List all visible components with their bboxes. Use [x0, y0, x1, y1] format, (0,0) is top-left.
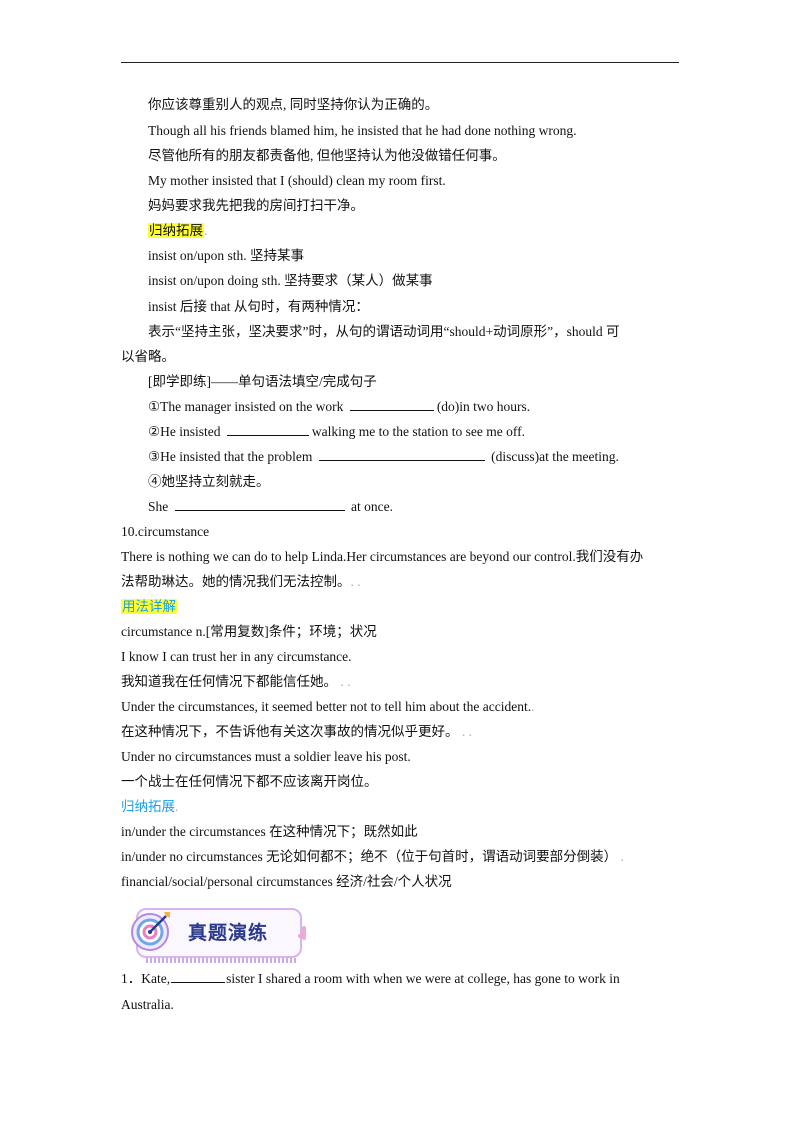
exercise-4: She at once. — [148, 498, 393, 514]
text-line: Under the circumstances, it seemed bette… — [121, 699, 535, 714]
text-line: 一个战士在任何情况下都不应该离开岗位。 — [121, 774, 378, 789]
decor-stripe — [146, 958, 296, 963]
section-label-usage: 用法详解 — [121, 599, 177, 614]
text-line: My mother insisted that I (should) clean… — [148, 173, 446, 188]
header-rule — [121, 62, 679, 63]
answer-blank[interactable] — [349, 398, 434, 411]
exercise-2: ②He insisted walking me to the station t… — [148, 423, 525, 439]
text-line: in/under no circumstances 无论如何都不；绝不（位于句首… — [121, 849, 624, 864]
exercise-4-prompt: ④她坚持立刻就走。 — [148, 474, 270, 489]
text-line: 法帮助琳达。她的情况我们无法控制。. . — [121, 574, 361, 589]
answer-blank[interactable] — [174, 498, 345, 511]
text-line: in/under the circumstances 在这种情况下；既然如此 — [121, 824, 418, 839]
definition: circumstance n.[常用复数]条件；环境；状况 — [121, 624, 377, 639]
text-line: financial/social/personal circumstances … — [121, 874, 452, 889]
text-line: 你应该尊重别人的观点, 同时坚持你认为正确的。 — [148, 97, 439, 112]
section-title: 真题演练 — [188, 922, 269, 944]
word-heading: 10.circumstance — [121, 524, 210, 539]
text-line: 表示“坚持主张，坚决要求”时，从句的谓语动词用“should+动词原形”，sho… — [148, 324, 620, 339]
problem-1: 1．Kate,sister I shared a room with when … — [121, 970, 620, 986]
section-label-extension-2: 归纳拓展. — [121, 799, 179, 814]
decor-bar — [298, 934, 306, 938]
text-line: 尽管他所有的朋友都责备他, 但他坚持认为他没做错任何事。 — [148, 148, 506, 163]
text-line: I know I can trust her in any circumstan… — [121, 649, 352, 664]
text-line: insist on/upon doing sth. 坚持要求（某人）做某事 — [148, 273, 433, 288]
problem-1-cont: Australia. — [121, 997, 174, 1012]
text-line: 我知道我在任何情况下都能信任她。 . . — [121, 674, 351, 689]
answer-blank[interactable] — [171, 970, 226, 983]
answer-blank[interactable] — [226, 423, 309, 436]
text-line: Under no circumstances must a soldier le… — [121, 749, 411, 764]
exercise-1: ①The manager insisted on the work (do)in… — [148, 398, 531, 414]
exercise-heading: [即学即练]——单句语法填空/完成句子 — [148, 374, 377, 389]
target-icon — [131, 912, 170, 951]
text-line: Though all his friends blamed him, he in… — [148, 123, 577, 138]
section-header: 真题演练 — [126, 904, 306, 963]
text-line: insist on/upon sth. 坚持某事 — [148, 248, 305, 263]
text-line: 以省略。 — [121, 349, 175, 364]
section-label-extension: 归纳拓展. — [148, 223, 208, 238]
text-line: There is nothing we can do to help Linda… — [121, 549, 644, 564]
answer-blank[interactable] — [318, 448, 485, 461]
text-line: 妈妈要求我先把我的房间打扫干净。 — [148, 198, 364, 213]
text-line: 在这种情况下，不告诉他有关这次事故的情况似乎更好。 . . — [121, 724, 472, 739]
text-line: insist 后接 that 从句时，有两种情况： — [148, 299, 369, 314]
exercise-3: ③He insisted that the problem (discuss)a… — [148, 448, 619, 464]
decor-bar — [302, 926, 306, 940]
